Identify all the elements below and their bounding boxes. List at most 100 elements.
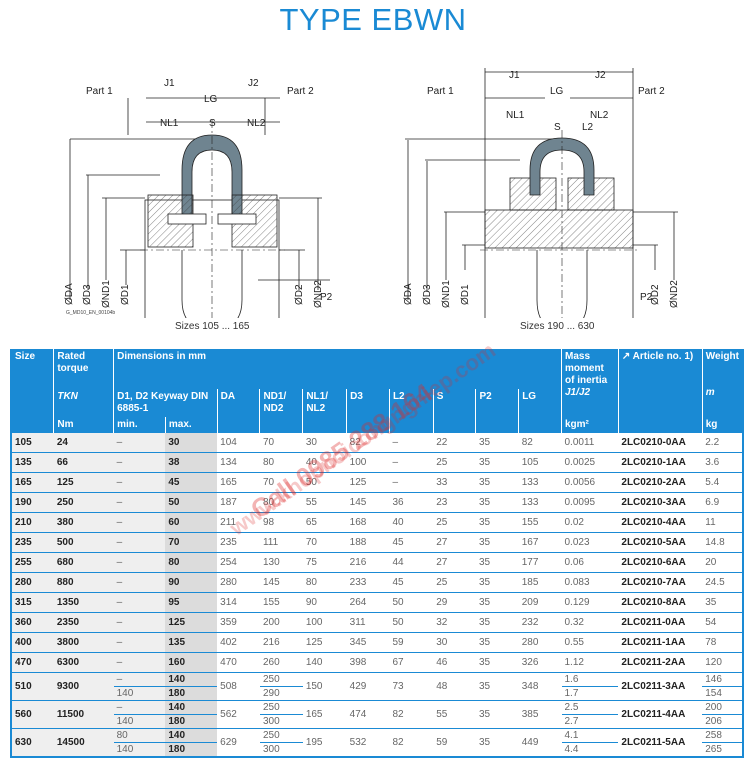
cell-article: 2LC0211-2AA — [618, 652, 703, 673]
header-d3: D3 — [346, 389, 390, 433]
header-max: max. — [164, 417, 218, 433]
cell-s: 25 — [433, 572, 476, 593]
cell-article: 2LC0210-2AA — [618, 472, 703, 493]
header-p2: P2 — [475, 389, 519, 433]
label-j2: J2 — [595, 70, 606, 81]
cell-nd: 70 — [259, 472, 303, 493]
cell-max: 90 — [165, 572, 218, 593]
header-dimensions: Dimensions in mm — [113, 349, 562, 389]
cell-size: 280 — [11, 572, 54, 593]
cell-da: 211 — [217, 512, 260, 533]
cell-nl: 165 — [302, 700, 347, 729]
cell-p2: 35 — [475, 612, 519, 633]
cell-d3: 125 — [346, 472, 390, 493]
cell-max: 95 — [165, 592, 218, 613]
cell-torque: 3800 — [53, 632, 114, 653]
label-d3: ØD3 — [422, 284, 433, 305]
cell-min: – — [113, 652, 166, 673]
cell-nl: 50 — [302, 472, 347, 493]
header-weight-sym: m — [705, 387, 715, 398]
cell-l2: 50 — [389, 612, 434, 633]
cell-nd: 155 — [259, 592, 303, 613]
cell-l2: 82 — [389, 728, 434, 758]
cell-nd: 300 — [259, 714, 303, 729]
cell-nl: 40 — [302, 452, 347, 473]
cell-l2: – — [389, 433, 434, 453]
label-nl1: NL1 — [160, 118, 179, 129]
cell-inertia: 0.083 — [561, 572, 619, 593]
cell-min: – — [113, 532, 166, 553]
cell-l2: 45 — [389, 572, 434, 593]
cell-article: 2LC0210-1AA — [618, 452, 703, 473]
label-nl2: NL2 — [590, 110, 609, 121]
label-p2: P2 — [320, 292, 333, 303]
cell-torque: 24 — [53, 433, 114, 453]
cell-article: 2LC0210-3AA — [618, 492, 703, 513]
cell-min: – — [113, 672, 166, 687]
cell-article: 2LC0211-4AA — [618, 700, 703, 729]
cell-inertia: 4.4 — [561, 742, 619, 758]
cell-p2: 35 — [475, 592, 519, 613]
cell-weight: 14.8 — [702, 532, 743, 553]
cell-torque: 6300 — [53, 652, 114, 673]
caption-right: Sizes 190 ... 630 — [520, 321, 595, 332]
cell-lg: 449 — [518, 728, 562, 758]
header-weight-label: Weight — [705, 351, 739, 362]
cell-nd: 111 — [259, 532, 303, 553]
header-torque: Rated torque — [53, 349, 114, 389]
cell-d3: 345 — [346, 632, 390, 653]
label-part2: Part 2 — [638, 86, 665, 97]
label-d1: ØD1 — [460, 284, 471, 305]
cell-min: – — [113, 612, 166, 633]
cell-l2: 59 — [389, 632, 434, 653]
cell-p2: 35 — [475, 672, 519, 701]
drawing-code: G_MD10_EN_00104b — [66, 310, 116, 316]
cell-s: 48 — [433, 672, 476, 701]
cell-inertia: 0.0025 — [561, 452, 619, 473]
cell-p2: 35 — [475, 632, 519, 653]
cell-weight: 24.5 — [702, 572, 743, 593]
cell-nl: 140 — [302, 652, 347, 673]
cell-da: 629 — [217, 728, 260, 758]
cell-nd: 250 — [259, 728, 303, 743]
label-j2: J2 — [248, 78, 259, 89]
cell-nl: 65 — [302, 512, 347, 533]
cell-min: – — [113, 572, 166, 593]
cell-da: 235 — [217, 532, 260, 553]
cell-nd: 80 — [259, 492, 303, 513]
cell-torque: 2350 — [53, 612, 114, 633]
cell-size: 400 — [11, 632, 54, 653]
cell-torque: 125 — [53, 472, 114, 493]
cell-d3: 216 — [346, 552, 390, 573]
cell-nd: 250 — [259, 700, 303, 715]
cell-max: 140 — [165, 728, 218, 743]
cell-l2: 67 — [389, 652, 434, 673]
cell-max: 125 — [165, 612, 218, 633]
cell-da: 104 — [217, 433, 260, 453]
cell-weight: 2.2 — [702, 433, 743, 453]
cell-d3: 264 — [346, 592, 390, 613]
cell-inertia: 0.023 — [561, 532, 619, 553]
cell-s: 25 — [433, 452, 476, 473]
cell-torque: 250 — [53, 492, 114, 513]
cell-d3: 311 — [346, 612, 390, 633]
cell-p2: 35 — [475, 472, 519, 493]
cell-inertia: 2.5 — [561, 700, 619, 715]
cell-da: 402 — [217, 632, 260, 653]
cell-min: 140 — [113, 714, 166, 729]
cell-nd: 216 — [259, 632, 303, 653]
cell-torque: 500 — [53, 532, 114, 553]
cell-article: 2LC0211-0AA — [618, 612, 703, 633]
cell-s: 25 — [433, 512, 476, 533]
cell-lg: 326 — [518, 652, 562, 673]
cell-nl: 90 — [302, 592, 347, 613]
cell-weight: 120 — [702, 652, 743, 673]
cell-nl: 100 — [302, 612, 347, 633]
cell-nl: 70 — [302, 532, 347, 553]
cell-size: 255 — [11, 552, 54, 573]
